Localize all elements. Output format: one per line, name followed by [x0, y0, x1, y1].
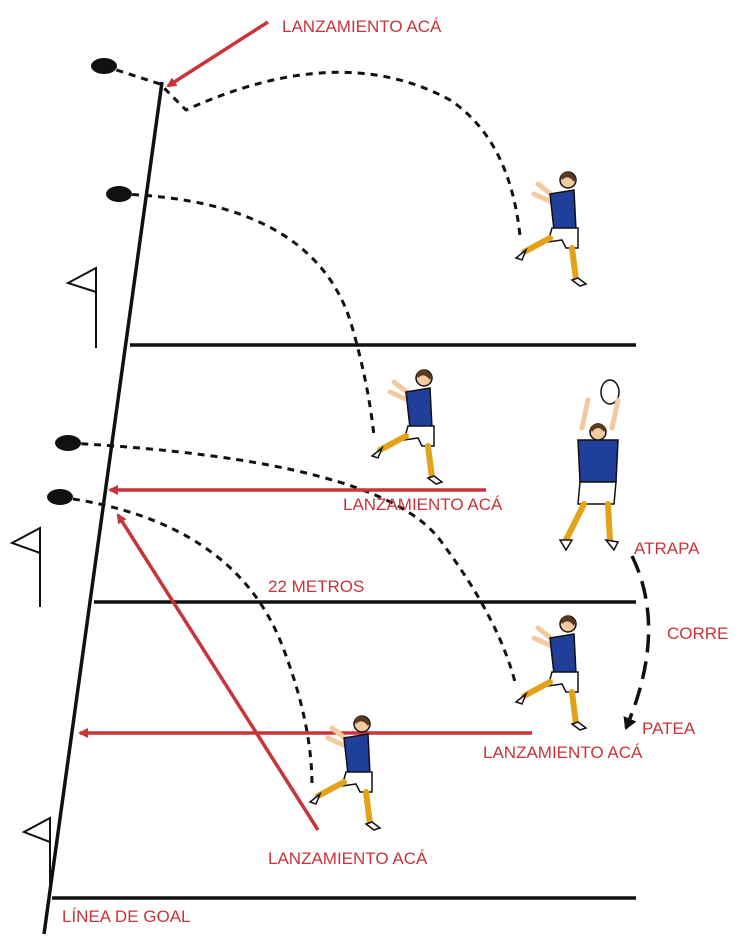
player-catcher	[558, 379, 621, 552]
label-catch: ATRAPA	[634, 539, 700, 558]
label-throw-bottom: LANZAMIENTO ACÁ	[268, 849, 428, 868]
player-kicker-right	[516, 615, 586, 730]
throw-arrow-bottom	[116, 513, 320, 831]
label-throw-top: LANZAMIENTO ACÁ	[282, 17, 442, 36]
ball-caught-icon	[600, 379, 620, 405]
kick-path-3	[67, 441, 518, 687]
kick-path-4	[59, 495, 314, 787]
kick-path-1	[103, 64, 522, 237]
throw-arrow-top	[166, 20, 269, 88]
flag-bottom-icon	[21, 816, 51, 890]
flag-middle-icon	[9, 526, 41, 607]
label-goal-line: LÍNEA DE GOAL	[62, 907, 191, 926]
label-run: CORRE	[667, 624, 729, 643]
player-kicker-middle	[372, 369, 442, 484]
label-throw-right: LANZAMIENTO ACÁ	[483, 743, 643, 762]
label-22-metros: 22 METROS	[268, 577, 365, 596]
run-path	[623, 555, 651, 730]
player-kicker-top	[516, 171, 586, 286]
label-kick: PATEA	[642, 719, 696, 738]
flag-top-icon	[65, 266, 97, 348]
kick-path-2	[118, 192, 376, 437]
touch-line	[42, 81, 164, 935]
label-throw-middle: LANZAMIENTO ACÁ	[343, 495, 503, 514]
